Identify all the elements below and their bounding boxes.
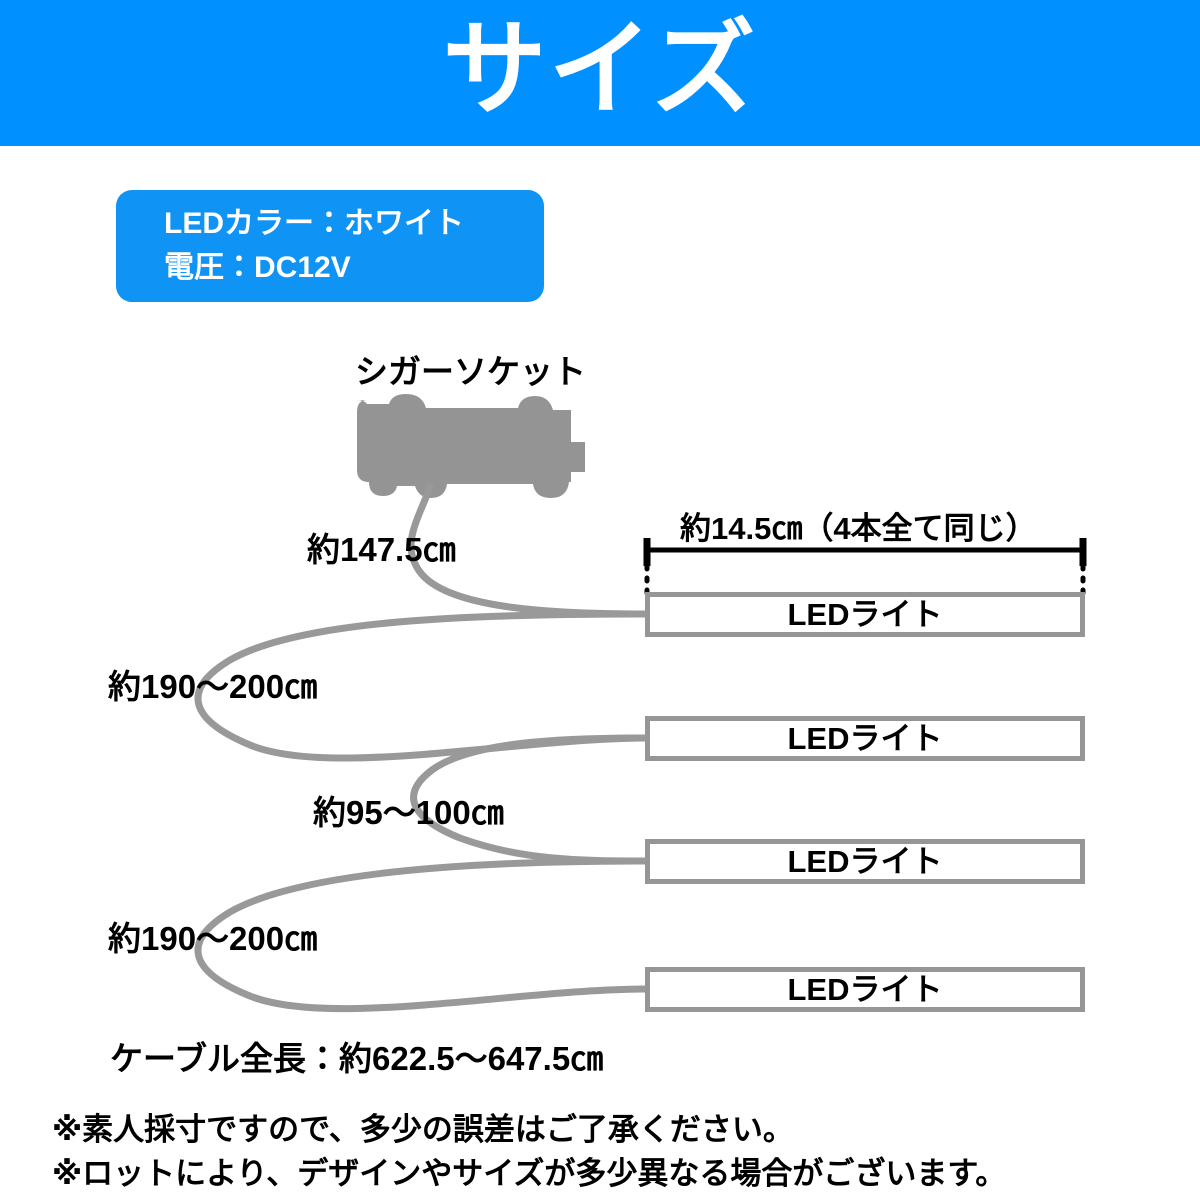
led-bar: LEDライト [645, 592, 1085, 637]
total-cable-length: ケーブル全長：約622.5〜647.5㎝ [110, 1040, 604, 1077]
spec-voltage: 電圧：DC12V [164, 251, 351, 284]
spec-info-box: LEDカラー：ホワイト 電圧：DC12V [116, 190, 544, 302]
cable-segment-2 [194, 610, 649, 762]
led-bar-label: LEDライト [787, 972, 943, 1007]
dimension-line [643, 538, 1087, 597]
bar-dimension-label: 約14.5㎝（4本全て同じ） [680, 511, 1037, 546]
socket-label: シガーソケット [355, 353, 586, 390]
cable-measure-label: 約147.5㎝ [307, 531, 456, 568]
led-bar-label: LEDライト [787, 844, 943, 879]
header-banner [0, 0, 1200, 146]
note-line: ※ロットにより、デザインやサイズが多少異なる場合がございます。 [52, 1156, 1007, 1191]
led-bar-label: LEDライト [787, 721, 943, 756]
notes-block: ※素人採寸ですので、多少の誤差はご了承ください。 ※ロットにより、デザインやサイ… [52, 1108, 1152, 1196]
cable-segment-3 [410, 734, 649, 865]
led-bar: LEDライト [645, 716, 1085, 761]
cigarette-socket-icon [357, 394, 585, 498]
cable-measure-label: 約190〜200㎝ [108, 668, 318, 705]
spec-led-color: LEDカラー：ホワイト [164, 207, 464, 240]
led-bar-label: LEDライト [787, 597, 943, 632]
cable-segment-4 [194, 857, 649, 1013]
cable-measure-label: 約95〜100㎝ [313, 794, 504, 831]
led-bar: LEDライト [645, 839, 1085, 884]
page-title: サイズ [442, 12, 758, 128]
led-bar: LEDライト [645, 967, 1085, 1012]
cable-measure-label: 約190〜200㎝ [108, 920, 318, 957]
note-line: ※素人採寸ですので、多少の誤差はご了承ください。 [52, 1112, 794, 1147]
